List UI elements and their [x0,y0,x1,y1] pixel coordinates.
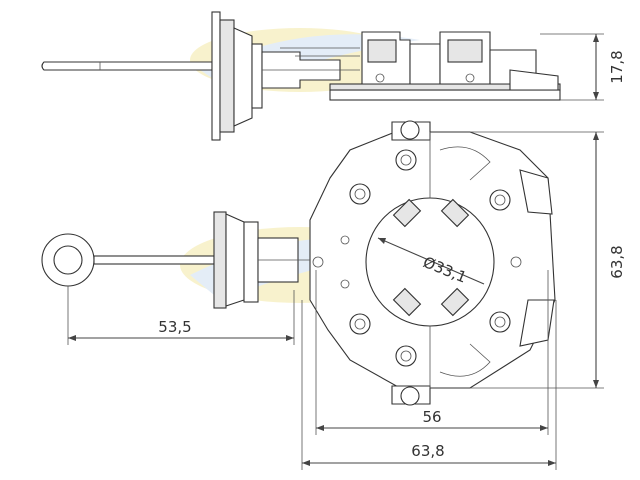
screw-heads [312,149,522,367]
dimension-width-outer: 63,8 [411,442,444,460]
lead-wire [93,255,215,265]
diameter-leader [377,237,485,285]
side-flange-outer [211,11,221,141]
side-view: 17,8 [41,11,626,141]
brush-slot-4 [440,287,470,317]
dimension-height-front: 63,8 [608,245,626,278]
front-view: Ø33,1 53,5 56 63,8 63,8 [41,120,626,470]
brush-slot-1 [392,198,422,228]
brush-slot-2 [440,198,470,228]
side-base-plate [329,89,561,101]
brush-slot-3 [392,287,422,317]
dimension-width-inner: 56 [422,408,441,426]
brush-holder-right-top [519,169,553,215]
side-rod [41,61,213,71]
dimension-wire-length: 53,5 [158,318,191,336]
dimension-height-side: 17,8 [608,50,626,83]
